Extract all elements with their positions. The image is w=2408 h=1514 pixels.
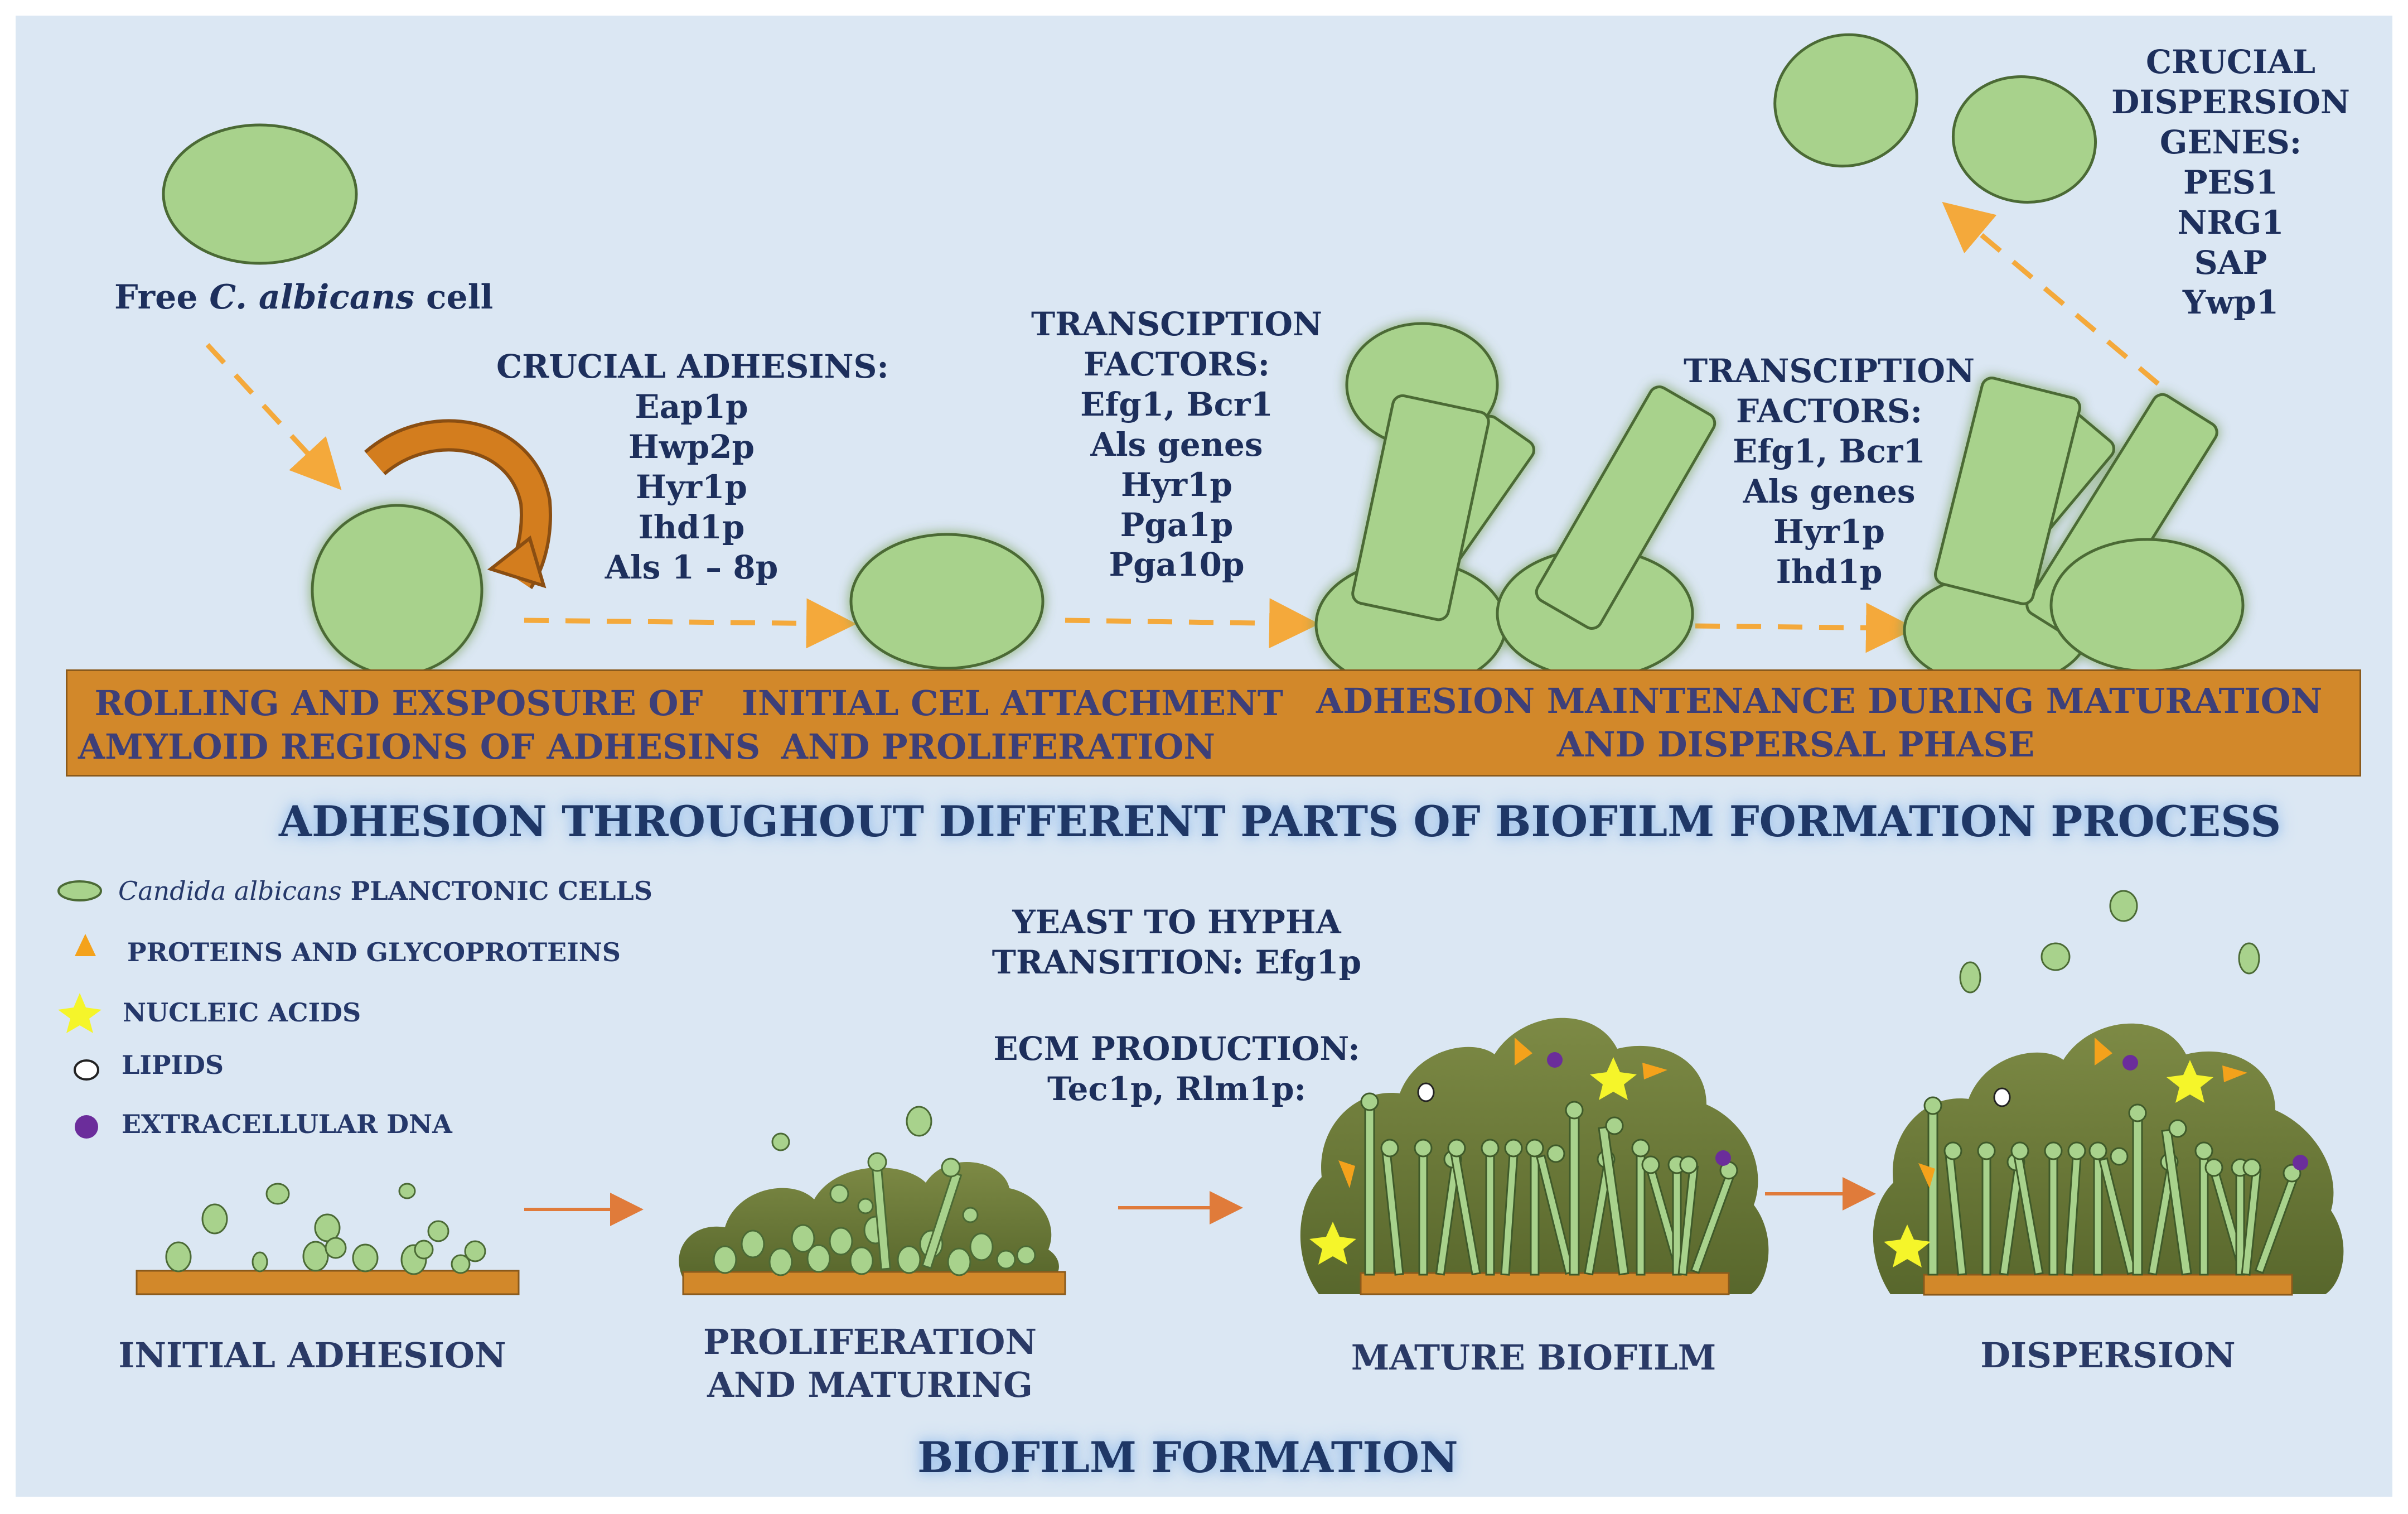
legend-icons — [57, 880, 102, 1139]
ecm-protein-triangle — [2222, 1065, 2247, 1082]
strip-label-line: ROLLING AND EXSPOSURE OF — [94, 683, 703, 724]
ecm-lipid-dot — [1417, 1082, 1435, 1102]
stage-label-line: PROLIFERATION — [703, 1322, 1037, 1362]
ecm-edna-dot — [2122, 1055, 2138, 1071]
flow-arrows-top — [205, 201, 2160, 653]
tf-maturation-item: Efg1, Bcr1 — [1733, 432, 1926, 470]
dispersal-cell-cluster — [1903, 377, 2245, 688]
stage-proliferation-art — [679, 1106, 1066, 1295]
ecm-protein-triangle — [1642, 1063, 1667, 1079]
tf-initial-title: TRANSCIPTION — [1031, 305, 1322, 343]
tf-maturation-item: Als genes — [1743, 472, 1916, 510]
tf-initial-item: Hyr1p — [1121, 465, 1232, 504]
dispersion-genes-list: CRUCIAL DISPERSION GENES: PES1 NRG1 SAP … — [2086, 42, 2376, 323]
dispersion-gene-line: CRUCIAL — [2145, 43, 2316, 81]
ecm-nucleic-star — [1590, 1057, 1637, 1100]
stage-initial-adhesion-art — [136, 1183, 520, 1295]
adhesins-title: CRUCIAL ADHESINS: — [496, 348, 889, 385]
ecm-edna-dot — [2293, 1155, 2308, 1170]
ecm-lipid-dot — [1993, 1087, 2011, 1107]
tf-initial-title: FACTORS: — [1083, 345, 1270, 383]
tf-initial-item: Als genes — [1090, 425, 1263, 464]
strip-label-line: AND DISPERSAL PHASE — [1556, 724, 2035, 765]
ecm-note-line: Tec1p, Rlm1p: — [1047, 1069, 1306, 1108]
ecm-edna-dot — [1547, 1052, 1563, 1068]
strip-label-initial: INITIAL CEL ATTACHMENT AND PROLIFERATION — [742, 682, 1283, 768]
white-circle-icon — [74, 1059, 99, 1081]
adhesin-item: Hwp2p — [628, 427, 755, 466]
stage-label-mature: MATURE BIOFILM — [1351, 1337, 1716, 1378]
section-title: ADHESION THROUGHOUT DIFFERENT PARTS OF B… — [279, 797, 2281, 846]
substrate-strip — [66, 669, 2361, 777]
adhesin-item: Hyr1p — [636, 467, 747, 506]
strip-label-line: INITIAL CEL ATTACHMENT — [742, 683, 1283, 724]
stage-dispersion-art — [1873, 890, 2344, 1296]
strip-label-line: AMYLOID REGIONS OF ADHESINS — [78, 726, 761, 767]
maturation-cell-cluster — [1314, 322, 1716, 691]
dispersion-gene-line: Ywp1 — [2182, 283, 2279, 322]
strip-label-maintenance: ADHESION MAINTENANCE DURING MATURATION A… — [1316, 679, 2323, 766]
orange-triangle-icon — [75, 934, 96, 956]
stage-label-line: AND MATURING — [707, 1364, 1033, 1405]
legend-item-edna: EXTRACELLULAR DNA — [122, 1109, 452, 1139]
dispersion-gene-line: SAP — [2194, 243, 2267, 282]
yellow-star-icon — [58, 993, 101, 1033]
ecm-note-line: ECM PRODUCTION: — [993, 1030, 1360, 1068]
strip-label-rolling: ROLLING AND EXSPOSURE OF AMYLOID REGIONS… — [78, 682, 761, 768]
hypha-note-line: TRANSITION: Efg1p — [992, 943, 1362, 981]
legend-item-lipids: LIPIDS — [122, 1050, 224, 1080]
stage-label-dispersion: DISPERSION — [1980, 1335, 2236, 1376]
tf-initial-item: Pga10p — [1109, 546, 1245, 584]
strip-label-line: AND PROLIFERATION — [781, 726, 1216, 767]
adhesin-item: Als 1 – 8p — [605, 548, 779, 586]
stage-label-initial: INITIAL ADHESION — [118, 1335, 506, 1376]
purple-dot-icon — [75, 1115, 98, 1139]
bottom-title: BIOFILM FORMATION — [917, 1433, 1458, 1482]
tf-maturation-title: TRANSCIPTION — [1684, 352, 1975, 390]
strip-label-line: ADHESION MAINTENANCE DURING MATURATION — [1316, 681, 2323, 721]
tf-initial-item: Pga1p — [1120, 505, 1234, 544]
ecm-nucleic-star — [1309, 1222, 1356, 1265]
rolling-curved-arrow — [364, 419, 552, 590]
hypha-note-line: YEAST TO HYPHA — [1012, 903, 1341, 941]
stage-mature-biofilm-art — [1300, 1018, 1769, 1295]
legend-item-cells: Candida albicans PLANCTONIC CELLS — [118, 876, 652, 906]
ecm-protein-triangle — [1338, 1160, 1355, 1188]
adhesin-item: Eap1p — [635, 387, 748, 426]
ecm-protein-triangle — [2095, 1038, 2112, 1065]
rolling-cell — [311, 504, 483, 677]
legend-item-proteins: PROTEINS AND GLYCOPROTEINS — [127, 937, 621, 967]
tf-initial-item: Efg1, Bcr1 — [1080, 385, 1273, 423]
legend-item-nucleic: NUCLEIC ACIDS — [123, 997, 361, 1028]
dispersion-gene-line: PES1 — [2183, 163, 2279, 201]
adhesins-list: CRUCIAL ADHESINS: Eap1p Hwp2p Hyr1p Ihd1… — [496, 347, 889, 587]
adhesin-item: Ihd1p — [638, 508, 745, 546]
tf-maturation-title: FACTORS: — [1735, 392, 1923, 430]
tf-maturation-list: TRANSCIPTION FACTORS: Efg1, Bcr1 Als gen… — [1662, 351, 1996, 592]
dispersed-cells-top — [1773, 33, 2097, 204]
free-cell-label: Free C. albicans cell — [114, 278, 494, 317]
ecm-nucleic-star — [1884, 1224, 1931, 1267]
attached-cell — [849, 533, 1045, 670]
tf-maturation-item: Ihd1p — [1776, 552, 1883, 591]
ecm-protein-triangle — [1515, 1038, 1532, 1065]
ecm-edna-dot — [1715, 1150, 1731, 1166]
hypha-note: YEAST TO HYPHA TRANSITION: Efg1p — [959, 903, 1394, 983]
stage-label-proliferation: PROLIFERATION AND MATURING — [647, 1321, 1093, 1407]
dispersion-gene-line: DISPERSION — [2111, 83, 2350, 121]
green-ellipse-icon — [57, 880, 102, 901]
tf-maturation-item: Hyr1p — [1773, 512, 1885, 551]
ecm-protein-triangle — [1918, 1163, 1935, 1188]
free-cell — [162, 123, 358, 265]
ecm-nucleic-star — [2167, 1060, 2213, 1103]
ecm-note: ECM PRODUCTION: Tec1p, Rlm1p: — [959, 1029, 1394, 1110]
dispersion-gene-line: GENES: — [2159, 123, 2302, 161]
tf-initial-list: TRANSCIPTION FACTORS: Efg1, Bcr1 Als gen… — [1009, 305, 1344, 585]
dispersion-gene-line: NRG1 — [2177, 203, 2284, 242]
